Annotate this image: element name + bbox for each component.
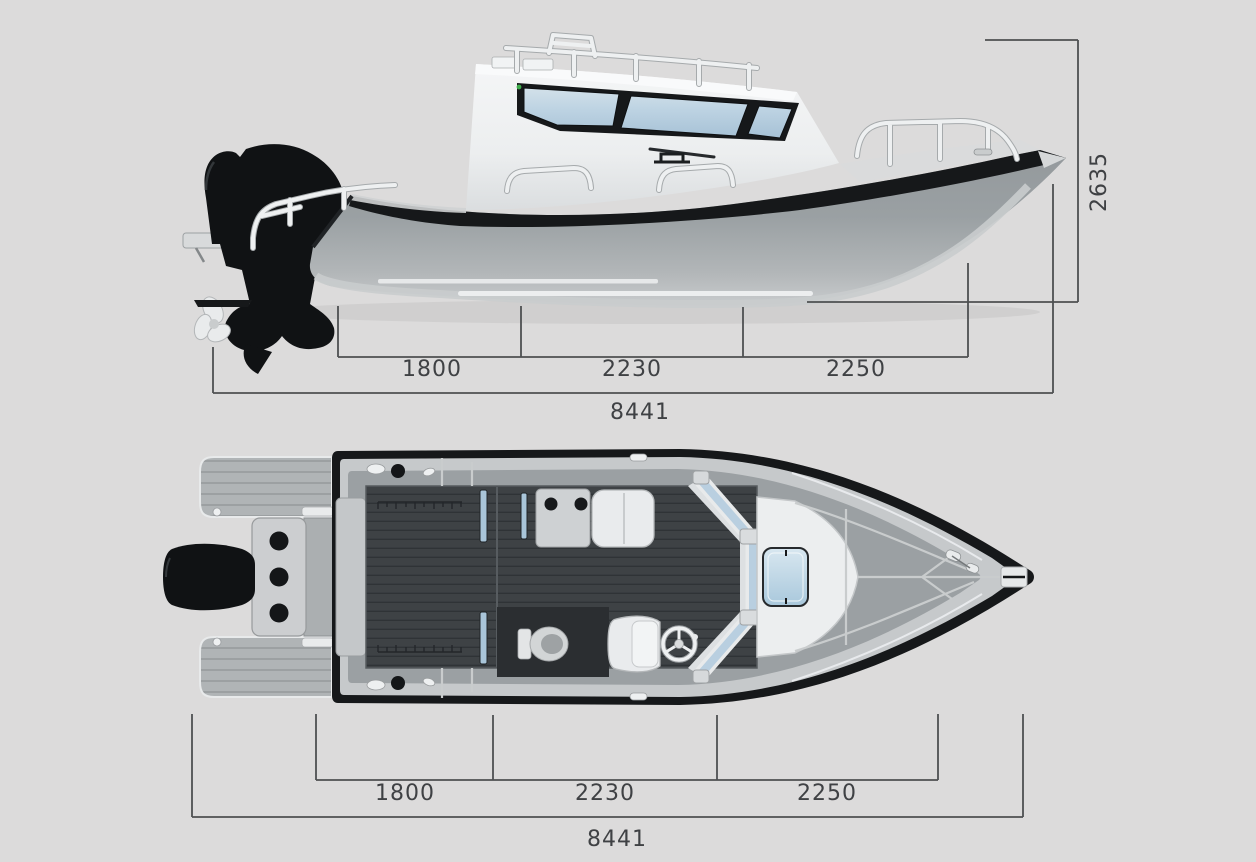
top-dim-overall-length: 8441 <box>587 827 647 852</box>
side-view-windows <box>517 83 799 141</box>
top-view-transom <box>251 506 335 648</box>
stern-deck-fittings <box>366 453 648 701</box>
cabin-window-front <box>747 105 793 139</box>
side-dim-overall-length: 8441 <box>610 400 670 425</box>
top-view-swim-platforms <box>199 456 333 698</box>
side-view-dimensions: 1800 2230 2250 8441 2635 <box>212 39 1112 425</box>
bow-deck <box>756 472 1028 682</box>
overall-length-dimension-lines <box>191 714 1024 818</box>
cabin-side-window-slot <box>479 489 488 543</box>
deck-hatch <box>762 547 809 607</box>
side-view-outboard-motor <box>193 144 346 374</box>
top-view-outboard-motor <box>163 543 255 611</box>
fish-rulers <box>377 501 462 653</box>
cabin-side-window-slot <box>520 492 528 540</box>
segment-dimension-lines <box>337 263 969 358</box>
chine-spray-rail <box>313 183 1031 308</box>
motor-skeg <box>243 344 272 374</box>
hull-shadow <box>260 300 1040 324</box>
top-view-dimensions: 1800 2230 2250 8441 <box>191 714 1024 852</box>
bow-flare <box>1038 151 1066 168</box>
hull-scupper-strip <box>458 291 813 296</box>
segment-dimension-lines <box>315 714 939 781</box>
cabin-window-aft <box>523 87 620 127</box>
cabin-window-mid <box>620 95 749 137</box>
overall-length-dimension-lines <box>212 184 1054 394</box>
aft-bench <box>335 497 367 657</box>
top-dim-segment-2: 2230 <box>575 781 635 806</box>
bow-fitting <box>973 148 993 156</box>
gunwale-stripe <box>349 150 1066 228</box>
side-view-roof-rail <box>503 32 760 91</box>
side-view-stern-rail <box>250 182 398 251</box>
top-dim-segment-1: 1800 <box>375 781 435 806</box>
side-dim-segment-3: 2250 <box>826 357 886 382</box>
anti-ventilation-plate <box>194 300 252 307</box>
side-view-grab-rails <box>504 163 736 194</box>
side-view-bow-rail <box>854 118 1020 167</box>
hull-scupper-strip <box>378 279 658 284</box>
bow-rail-topview <box>791 472 983 682</box>
nav-light <box>516 84 522 90</box>
side-dim-segment-2: 2230 <box>602 357 662 382</box>
height-dimension-lines <box>807 39 1079 303</box>
side-dim-height: 2635 <box>1087 152 1112 212</box>
side-dim-segment-1: 1800 <box>402 357 462 382</box>
windshield <box>692 470 768 684</box>
roof-edge <box>475 64 797 101</box>
cabin-side-window-slot <box>479 611 488 665</box>
steering-wheel <box>660 625 698 663</box>
side-view: 1800 2230 2250 8441 2635 <box>182 32 1112 425</box>
roof-box <box>522 58 554 71</box>
top-view: 1800 2230 2250 8441 <box>163 449 1034 852</box>
aft-deck-strip <box>350 194 466 213</box>
side-view-cabin <box>466 56 839 210</box>
deck-cleat <box>654 152 690 164</box>
top-dim-segment-3: 2250 <box>797 781 857 806</box>
